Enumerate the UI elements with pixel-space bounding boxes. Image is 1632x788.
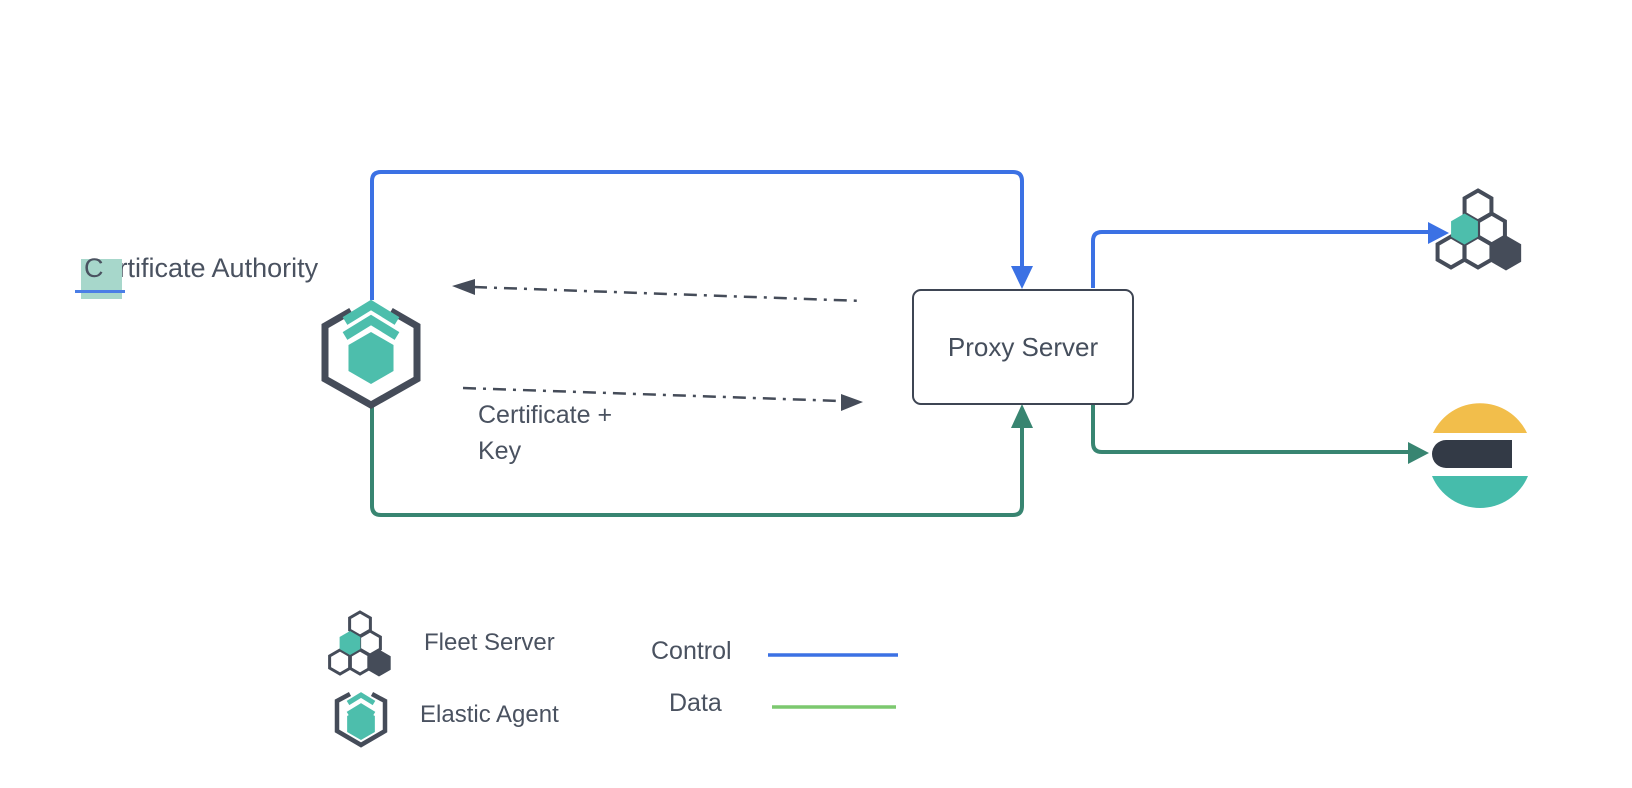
certificate-authority-label: Certificate Authority xyxy=(75,253,319,299)
certificate-key-label-line1: Certificate + xyxy=(478,401,613,429)
control-arrowhead-into-fleet xyxy=(1428,222,1449,244)
data-arrowhead-into-elasticsearch xyxy=(1408,442,1429,464)
legend-agent-chevron-top xyxy=(346,692,376,706)
legend-fleet-hex-bottom-left xyxy=(330,650,351,674)
certificate-key-label: Certificate + Key xyxy=(478,397,612,469)
elasticsearch-middle-bar xyxy=(1432,440,1512,468)
elasticsearch-icon xyxy=(1432,403,1528,509)
legend-control-label: Control xyxy=(651,637,732,665)
legend-agent-chevron-bottom xyxy=(346,703,376,717)
agent-chevron-top xyxy=(342,299,400,325)
elasticsearch-bottom-slice xyxy=(1432,476,1528,509)
legend-data-label: Data xyxy=(669,689,722,717)
certificate-authority-selected-char: C xyxy=(75,253,124,299)
agent-chevron-bottom xyxy=(342,314,400,340)
data-arrowhead-into-proxy xyxy=(1011,404,1033,428)
legend-fleet-server-label: Fleet Server xyxy=(424,629,555,656)
legend-elastic-agent-icon xyxy=(334,692,388,748)
dashed-arrowhead-left xyxy=(452,279,475,295)
proxy-server-label: Proxy Server xyxy=(947,331,1099,362)
agent-hexagon-outline xyxy=(321,307,421,410)
legend-fleet-hex-bottom-center xyxy=(350,650,371,674)
elasticsearch-top-slice xyxy=(1433,403,1527,433)
legend-agent-hexagon-outline xyxy=(334,692,388,748)
data-connector-proxy-to-elasticsearch xyxy=(1091,404,1408,454)
certificate-key-label-line2: Key xyxy=(478,437,522,465)
agent-core-hexagon xyxy=(348,332,394,384)
legend-fleet-server-icon xyxy=(330,612,391,677)
certificate-authority-label-rest: ertificate Authority xyxy=(103,253,319,283)
legend-elastic-agent-label: Elastic Agent xyxy=(420,701,559,728)
data-connector-agent-to-proxy xyxy=(370,404,1024,517)
proxy-server-box: Proxy Server xyxy=(912,289,1134,405)
dashed-connector-agent-to-proxy xyxy=(462,386,842,403)
dashed-connector-proxy-to-agent xyxy=(473,285,864,303)
control-connector-proxy-to-fleet xyxy=(1091,230,1428,288)
control-arrowhead-into-proxy xyxy=(1011,266,1033,289)
fleet-server-icon xyxy=(1438,191,1522,271)
control-connector-agent-to-proxy xyxy=(370,170,1024,300)
dashed-arrowhead-right xyxy=(841,394,863,411)
elastic-agent-icon xyxy=(321,299,421,410)
